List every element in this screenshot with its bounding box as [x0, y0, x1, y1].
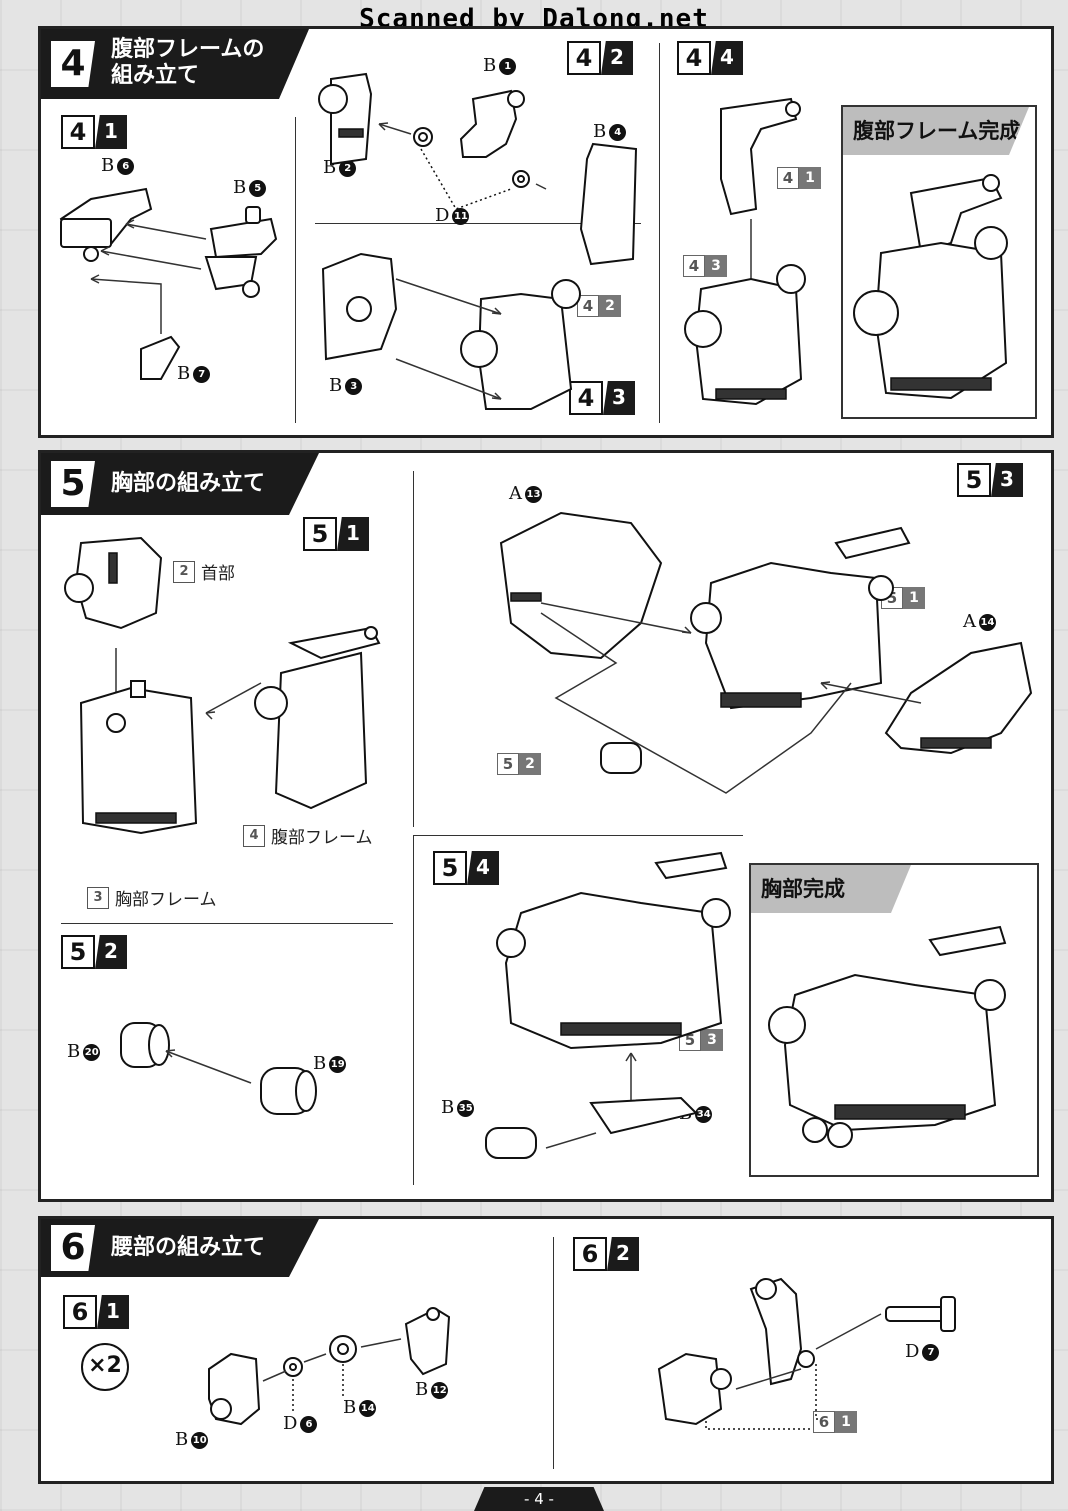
completed-abdomen-frame — [853, 174, 1008, 400]
part-drawing-4-1 — [59, 187, 278, 380]
section-6-header: 6 腰部の組み立て — [41, 1219, 319, 1277]
section-title: 腹部フレームの 組み立て — [111, 37, 265, 88]
completion-box: 胸部完成 — [749, 863, 1039, 1177]
section-4-header: 4 腹部フレームの 組み立て — [41, 29, 309, 99]
part-drawing-6-1 — [208, 1307, 451, 1426]
divider — [413, 471, 414, 827]
section-number: 4 — [51, 41, 95, 87]
divider — [659, 43, 660, 423]
divider — [553, 1237, 554, 1469]
divider — [413, 835, 414, 1185]
completion-label: 胸部完成 — [751, 865, 911, 913]
page-number: - 4 - — [524, 1490, 554, 1508]
section-5-header: 5 胸部の組み立て — [41, 453, 319, 515]
part-drawing-6-2 — [657, 1277, 956, 1430]
section-title: 胸部の組み立て — [111, 471, 266, 496]
section-number: 6 — [51, 1225, 95, 1271]
completion-label: 腹部フレーム完成 — [843, 107, 1029, 155]
divider — [295, 117, 296, 423]
part-drawing-4-3 — [321, 252, 581, 410]
part-drawing-5-1 — [64, 536, 381, 835]
divider — [61, 923, 393, 924]
completion-box: 腹部フレーム完成 — [841, 105, 1037, 419]
part-drawing-5-4 — [485, 851, 731, 1159]
section-number: 5 — [51, 461, 95, 507]
part-drawing-4-2 — [318, 72, 638, 266]
divider — [315, 223, 641, 224]
part-drawing-4-4 — [684, 97, 806, 406]
quantity-multiplier: ×2 — [81, 1343, 129, 1391]
part-drawing-5-3 — [499, 511, 1033, 794]
completed-chest — [768, 925, 1007, 1148]
section-title: 腰部の組み立て — [111, 1235, 266, 1260]
part-drawing-5-2 — [120, 1022, 317, 1115]
divider — [413, 835, 743, 836]
page-footer: - 4 - — [474, 1487, 604, 1511]
